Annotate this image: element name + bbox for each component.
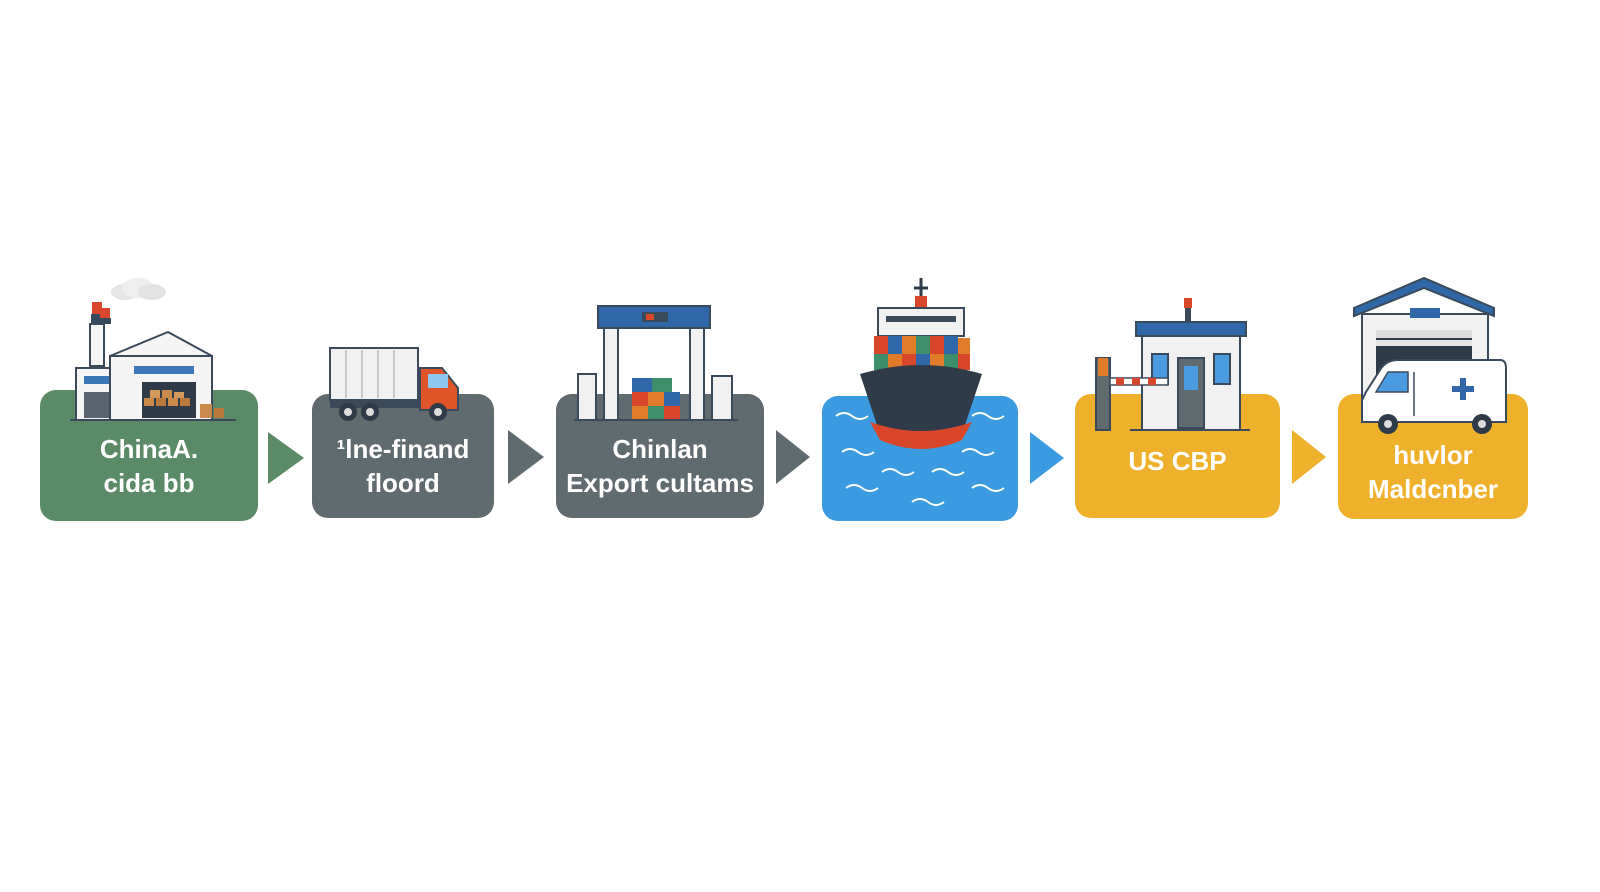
step-label-line1: Chinlan xyxy=(612,434,708,464)
warehouse-van-icon xyxy=(1353,276,1507,434)
flow-arrow-4 xyxy=(1030,432,1064,484)
flow-arrow-3 xyxy=(776,430,810,484)
step-label-line1: ¹lne-finand xyxy=(336,434,470,464)
step-label-line2: Export cultams xyxy=(566,468,754,498)
flow-arrow-1 xyxy=(268,432,304,484)
step-label-line1: US CBP xyxy=(1128,446,1227,476)
step-label-line2: floord xyxy=(366,468,440,498)
flow-arrow-5 xyxy=(1292,430,1326,484)
step-label-line1: ChinaА. xyxy=(99,433,199,464)
step-label-line2: cidа bb xyxy=(103,467,195,498)
step-label-line1: huvlor xyxy=(1393,439,1473,470)
step-label-line2: Maldcnber xyxy=(1367,473,1499,504)
factory-icon xyxy=(70,278,236,421)
truck-icon xyxy=(329,347,459,421)
customs-gate-icon xyxy=(574,305,738,421)
flow-arrow-2 xyxy=(508,430,544,484)
cargo-ship-icon xyxy=(835,278,1005,506)
checkpoint-booth-icon xyxy=(1095,298,1250,431)
